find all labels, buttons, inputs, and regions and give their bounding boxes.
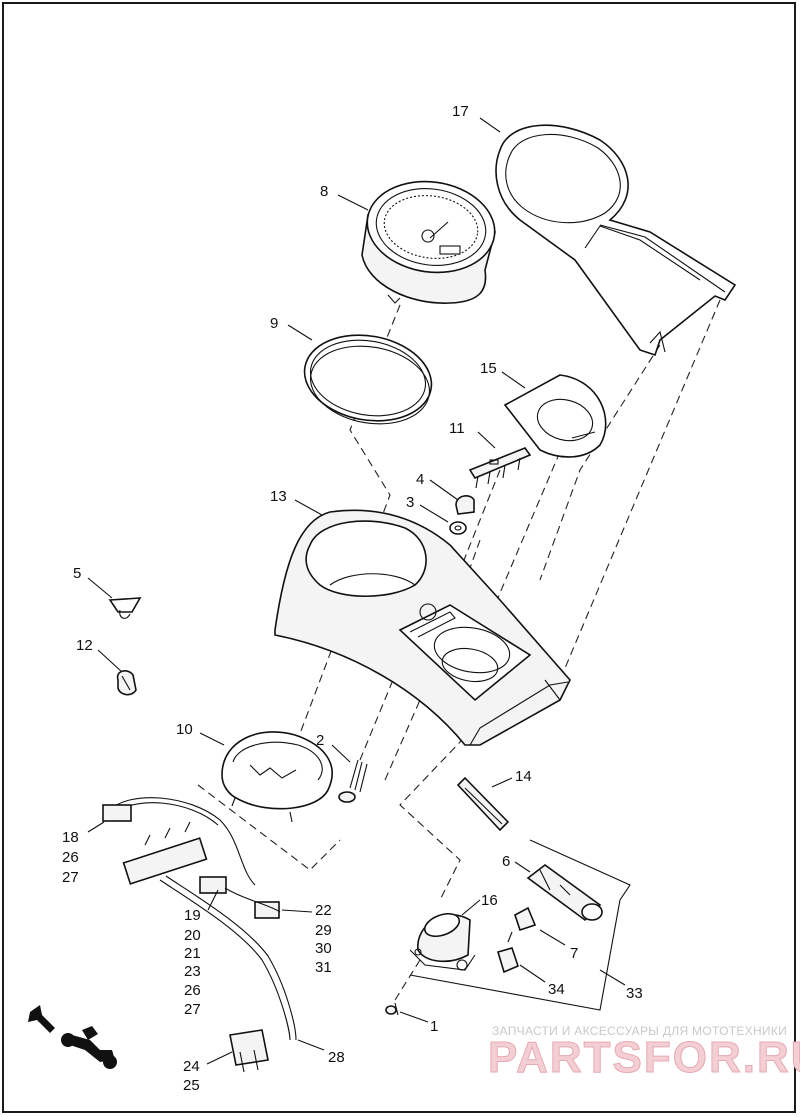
callout-34: 34 [548, 981, 565, 998]
callout-17: 17 [452, 103, 469, 120]
part-17-trim-plate [495, 124, 737, 357]
part-33-assembly-bracket [409, 839, 631, 1011]
callout-28: 28 [328, 1049, 345, 1066]
part-1-bolt [385, 1002, 399, 1016]
callout-26-second: 26 [184, 982, 201, 999]
part-11-indicator-strip [468, 447, 532, 489]
callout-2: 2 [316, 732, 324, 749]
callout-20: 20 [184, 927, 201, 944]
motorcycle-direction-icon [28, 1005, 117, 1069]
part-9-gasket [303, 334, 433, 425]
callout-31: 31 [315, 959, 332, 976]
part-12-grommet [116, 670, 137, 696]
part-34-key-clip [497, 931, 519, 974]
part-13-console [274, 509, 571, 746]
callout-21: 21 [184, 945, 201, 962]
part-16-ignition-switch [409, 912, 476, 971]
watermark-caption: ЗАПЧАСТИ И АКСЕССУАРЫ ДЛЯ МОТОТЕХНИКИ [492, 1024, 787, 1038]
callout-labels: 17 8 9 15 11 4 3 13 5 12 10 2 14 6 16 7 … [62, 103, 643, 1094]
callout-8: 8 [320, 183, 328, 200]
callout-11: 11 [449, 420, 465, 437]
callout-24: 24 [183, 1058, 200, 1075]
leader-lines [87, 117, 626, 1065]
part-7-retainer [514, 906, 537, 932]
part-5-clip [108, 597, 142, 619]
part-6-lock-cylinder [526, 864, 603, 922]
callout-33: 33 [626, 985, 643, 1002]
callout-27: 27 [62, 869, 79, 886]
callout-14: 14 [515, 768, 532, 785]
callout-3: 3 [406, 494, 414, 511]
callout-10: 10 [176, 721, 193, 738]
part-14-lens [456, 776, 510, 832]
part-15-bezel-plate [503, 374, 607, 458]
part-4-knob [455, 495, 475, 515]
callout-13: 13 [270, 488, 287, 505]
callout-15: 15 [480, 360, 497, 377]
callout-6: 6 [502, 853, 510, 870]
callout-29: 29 [315, 922, 332, 939]
callout-23: 23 [184, 963, 201, 980]
callout-5: 5 [73, 565, 81, 582]
part-3-washer [449, 521, 467, 535]
part-2-screw [338, 759, 368, 803]
callout-22: 22 [315, 902, 332, 919]
part-8-speedometer [361, 180, 497, 304]
callout-27-second: 27 [184, 1001, 201, 1018]
callout-9: 9 [270, 315, 278, 332]
callout-25: 25 [183, 1077, 200, 1094]
callout-26: 26 [62, 849, 79, 866]
callout-16: 16 [481, 892, 498, 909]
callout-18: 18 [62, 829, 79, 846]
callout-12: 12 [76, 637, 93, 654]
part-18-wiring-harness [102, 797, 297, 1073]
callout-30: 30 [315, 940, 332, 957]
callout-7: 7 [570, 945, 578, 962]
watermark-brand: PARTSFOR.RU [488, 1033, 800, 1082]
callout-1: 1 [430, 1018, 438, 1035]
callout-19: 19 [184, 907, 201, 924]
callout-4: 4 [416, 471, 424, 488]
part-10-gauge-base [221, 731, 333, 823]
